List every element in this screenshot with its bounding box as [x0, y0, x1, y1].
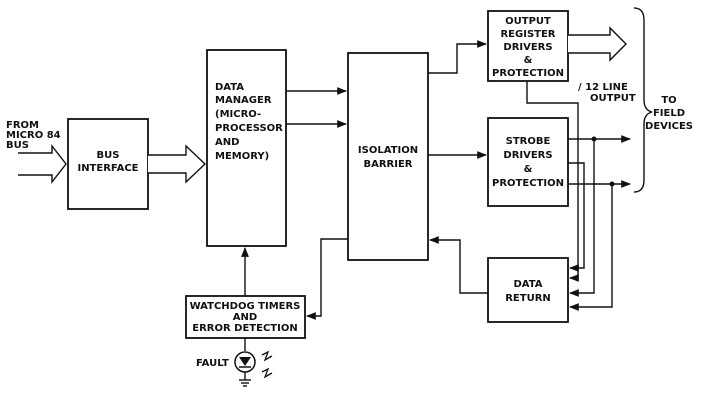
to-field-label: TO FIELD DEVICES — [645, 95, 693, 132]
line-output-line-2: OUTPUT — [590, 93, 636, 104]
watchdog-line-3: ERROR DETECTION — [192, 323, 297, 334]
data-manager-label: DATA MANAGER (MICRO- PROCESSOR AND MEMOR… — [215, 82, 283, 162]
barrier-to-watchdog-arrow — [306, 238, 348, 320]
isolation-barrier-label: ISOLATION BARRIER — [358, 145, 418, 170]
isolation-barrier-line-2: BARRIER — [363, 159, 412, 170]
light-emission-icon — [261, 350, 273, 379]
strobe-drivers-line-4: PROTECTION — [492, 178, 564, 189]
output-register-label: OUTPUT REGISTER DRIVERS & PROTECTION — [492, 16, 564, 79]
output-register-line-5: PROTECTION — [492, 68, 564, 79]
from-bus-line-3: BUS — [6, 140, 29, 151]
strobe-drivers-label: STROBE DRIVERS & PROTECTION — [492, 136, 564, 189]
strobe-feedback-3 — [568, 162, 585, 272]
strobe-feedback-2 — [569, 184, 613, 311]
strobe-drivers-line-3: & — [524, 164, 533, 175]
bus-interface-line-2: INTERFACE — [77, 163, 138, 174]
data-manager-line-2: MANAGER — [215, 95, 272, 106]
output-register-bus-arrow — [568, 26, 627, 62]
bus-interface-line-1: BUS — [97, 150, 120, 161]
data-return-line-2: RETURN — [505, 293, 551, 304]
watchdog-line-2: AND — [233, 312, 257, 323]
fault-led-icon — [234, 351, 256, 387]
strobe-drivers-line-2: DRIVERS — [503, 150, 552, 161]
from-bus-line-2: MICRO 84 — [6, 130, 61, 141]
data-return-line-1: DATA — [513, 279, 542, 290]
field-devices-brace — [633, 7, 653, 193]
bus-interface-label: BUS INTERFACE — [77, 150, 138, 174]
output-register-block — [487, 10, 569, 82]
isolation-barrier-line-1: ISOLATION — [358, 145, 418, 156]
to-field-line-2: FIELD — [653, 108, 685, 119]
data-manager-line-4: PROCESSOR — [215, 123, 283, 134]
watchdog-label: WATCHDOG TIMERS AND ERROR DETECTION — [190, 301, 301, 334]
from-bus-label: FROM MICRO 84 BUS — [6, 120, 61, 151]
data-manager-line-3: (MICRO- — [215, 109, 261, 120]
strobe-drivers-block — [487, 117, 569, 207]
output-register-line-1: OUTPUT — [505, 16, 551, 27]
output-register-line-3: DRIVERS — [503, 42, 552, 53]
line-output-label: / 12 LINE OUTPUT — [578, 82, 636, 104]
output-register-line-2: REGISTER — [500, 29, 555, 40]
output-register-feedback — [526, 81, 579, 282]
line-output-line-1: / 12 LINE — [578, 82, 628, 93]
data-return-label: DATA RETURN — [505, 279, 551, 304]
isolation-barrier-block — [347, 52, 429, 261]
strobe-drivers-line-1: STROBE — [506, 136, 551, 147]
data-return-block — [487, 257, 569, 323]
data-manager-line-5: AND — [215, 137, 239, 148]
to-field-line-1: TO — [661, 95, 676, 106]
barrier-to-output-register-arrow — [428, 40, 487, 74]
data-manager-block — [206, 49, 287, 247]
watchdog-line-1: WATCHDOG TIMERS — [190, 301, 301, 312]
micro-bus-input-arrow — [18, 143, 67, 185]
strobe-feedback-1 — [569, 139, 595, 297]
bus-to-manager-arrow — [148, 144, 207, 184]
from-bus-line-1: FROM — [6, 120, 39, 131]
return-to-barrier-arrow — [429, 236, 488, 294]
fault-label: FAULT — [196, 358, 229, 369]
data-manager-line-1: DATA — [215, 82, 244, 93]
bus-interface-block — [67, 118, 149, 210]
to-field-line-3: DEVICES — [645, 121, 693, 132]
output-register-line-4: & — [524, 55, 533, 66]
data-manager-line-6: MEMORY) — [215, 151, 269, 162]
